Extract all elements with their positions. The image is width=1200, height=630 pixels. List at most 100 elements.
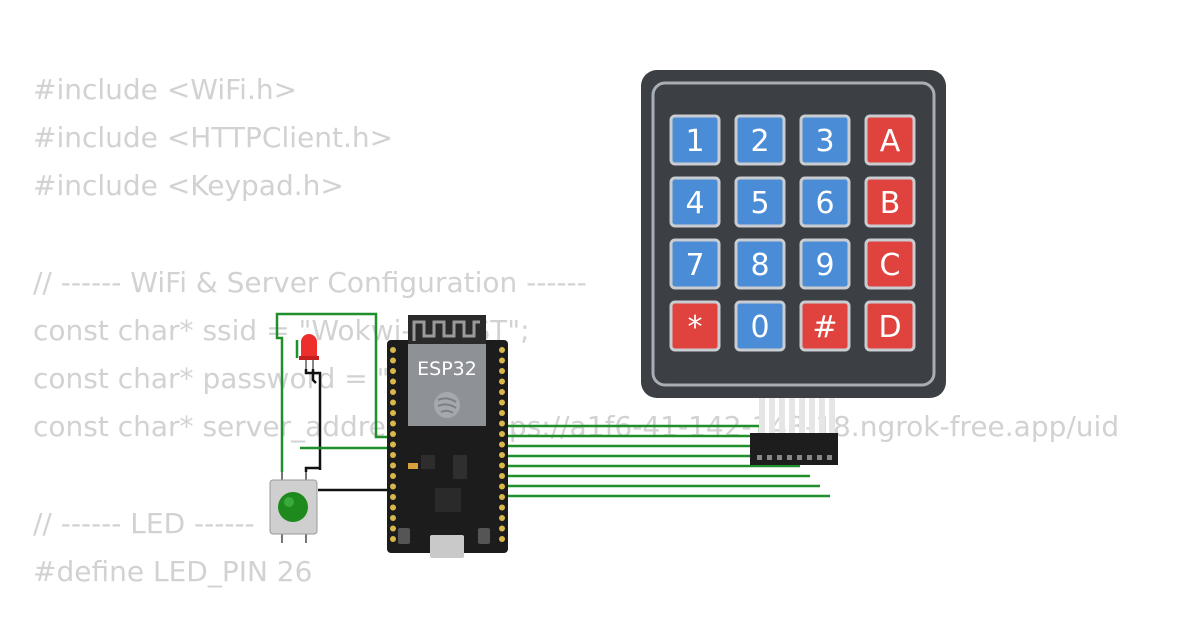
board-pin xyxy=(390,420,396,427)
key-2[interactable]: 2 xyxy=(734,114,786,166)
key-label: 3 xyxy=(815,124,834,159)
code-line: #include <Keypad.h> xyxy=(33,169,344,203)
header-pin xyxy=(767,455,772,460)
key-cap xyxy=(669,114,721,166)
key-4[interactable]: 4 xyxy=(669,176,721,228)
board-pin xyxy=(499,389,505,395)
key-cap xyxy=(669,300,721,352)
key-cap xyxy=(799,300,851,352)
key-a[interactable]: A xyxy=(864,114,916,166)
board-pins xyxy=(390,347,505,542)
code-line: // ------ LED ------ xyxy=(33,506,255,540)
keypad-frame xyxy=(651,81,936,387)
header-pin xyxy=(777,455,782,460)
button-cap[interactable] xyxy=(278,492,308,522)
key-star[interactable]: * xyxy=(669,300,721,352)
key-label: 9 xyxy=(815,248,834,283)
board-label: ESP32 xyxy=(417,358,477,380)
board-pin xyxy=(499,536,505,542)
key-9[interactable]: 9 xyxy=(799,238,851,290)
code-line: #include <WiFi.h> xyxy=(33,73,298,106)
board-pin xyxy=(499,420,505,427)
key-b[interactable]: B xyxy=(864,176,916,228)
key-cap xyxy=(734,114,786,166)
board-pin xyxy=(499,473,505,479)
board-pin xyxy=(499,410,505,416)
boot-button[interactable] xyxy=(478,528,490,544)
key-cap xyxy=(864,114,916,166)
board-pin xyxy=(499,347,505,353)
key-d[interactable]: D xyxy=(864,300,916,352)
key-cap xyxy=(864,238,916,290)
board-pin xyxy=(390,515,396,521)
key-6[interactable]: 6 xyxy=(799,176,851,228)
key-cap xyxy=(669,238,721,290)
key-7[interactable]: 7 xyxy=(669,238,721,290)
led-signal-wire xyxy=(275,312,393,472)
board-pin xyxy=(499,431,505,437)
code-line: // ------ WiFi & Server Configuration --… xyxy=(33,265,587,299)
push-button[interactable] xyxy=(269,472,318,543)
key-cap xyxy=(799,114,851,166)
board-pin xyxy=(499,378,505,385)
red-led[interactable] xyxy=(299,334,319,369)
en-button[interactable] xyxy=(398,528,410,544)
key-cap xyxy=(799,238,851,290)
header-pin xyxy=(827,455,832,460)
keypad-ribbon xyxy=(759,398,835,436)
key-label: B xyxy=(880,186,901,221)
code-line: #include <HTTPClient.h> xyxy=(33,121,394,155)
board-pin xyxy=(390,536,396,542)
key-0[interactable]: 0 xyxy=(734,300,786,352)
led-body xyxy=(301,334,317,358)
key-c[interactable]: C xyxy=(864,238,916,290)
board-pin xyxy=(390,357,396,364)
board-pin xyxy=(390,378,396,385)
esp32-board[interactable]: ESP32 xyxy=(387,315,508,558)
key-label: D xyxy=(878,310,901,345)
board-pin xyxy=(499,483,505,490)
header-pin xyxy=(817,455,822,460)
board-pin xyxy=(390,473,396,479)
usb-uart-chip xyxy=(435,488,461,512)
board-pin xyxy=(390,483,396,490)
keypad-wire xyxy=(502,444,782,449)
led-ground-wire xyxy=(304,369,322,472)
header-pin xyxy=(787,455,792,460)
key-label: 6 xyxy=(815,186,834,221)
key-3[interactable]: 3 xyxy=(799,114,851,166)
key-cap xyxy=(734,238,786,290)
key-8[interactable]: 8 xyxy=(734,238,786,290)
key-cap xyxy=(734,176,786,228)
key-label: 5 xyxy=(750,186,769,221)
key-label: C xyxy=(880,248,901,283)
board-pin xyxy=(390,389,396,395)
key-label: 2 xyxy=(750,124,769,159)
key-1[interactable]: 1 xyxy=(669,114,721,166)
board-pin xyxy=(499,399,505,406)
board-pin xyxy=(390,347,396,353)
board-pin xyxy=(390,462,396,469)
antenna-trace xyxy=(412,320,480,341)
usb-port xyxy=(430,535,464,558)
button-cap-highlight xyxy=(284,497,294,507)
board-pin xyxy=(390,441,396,448)
key-label: 8 xyxy=(750,248,769,283)
key-label: A xyxy=(880,124,901,159)
keypad-wire xyxy=(502,454,792,458)
code-line: #define LED_PIN 26 xyxy=(33,554,313,588)
header-pin xyxy=(797,455,802,460)
key-cap xyxy=(864,300,916,352)
led-wire xyxy=(306,369,316,472)
key-label: 1 xyxy=(685,124,704,159)
key-5[interactable]: 5 xyxy=(734,176,786,228)
key-cap xyxy=(669,176,721,228)
smd-component xyxy=(421,455,435,469)
header-pins xyxy=(757,455,832,460)
key-hash[interactable]: # xyxy=(799,300,851,352)
header-pin xyxy=(757,455,762,460)
board-pin xyxy=(390,525,396,532)
board-pin xyxy=(499,357,505,364)
